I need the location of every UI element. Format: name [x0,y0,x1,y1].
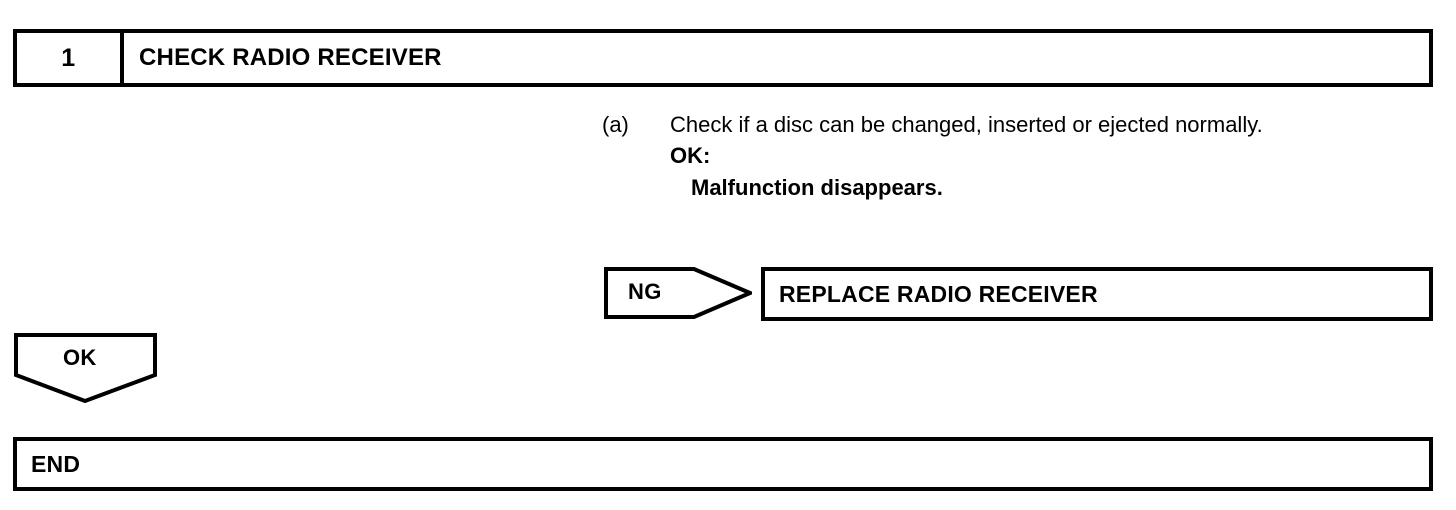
step-header-box: 1 CHECK RADIO RECEIVER [13,29,1433,87]
ok-branch-label: OK [63,345,97,370]
step-title: CHECK RADIO RECEIVER [139,44,442,71]
procedure-instruction-row: (a) Check if a disc can be changed, inse… [602,110,1402,140]
procedure-block: (a) Check if a disc can be changed, inse… [602,110,1402,204]
procedure-result-label: OK: [670,143,711,168]
procedure-instruction-text: Check if a disc can be changed, inserted… [670,112,1263,137]
ng-target-box: REPLACE RADIO RECEIVER [761,267,1433,321]
ng-arrow-icon [604,267,752,319]
end-box: END [13,437,1433,491]
ng-branch-label: NG [628,279,662,304]
step-number: 1 [17,33,124,83]
procedure-marker: (a) [602,112,629,137]
ok-arrow-icon [14,333,157,403]
procedure-result-value: Malfunction disappears. [691,175,943,200]
